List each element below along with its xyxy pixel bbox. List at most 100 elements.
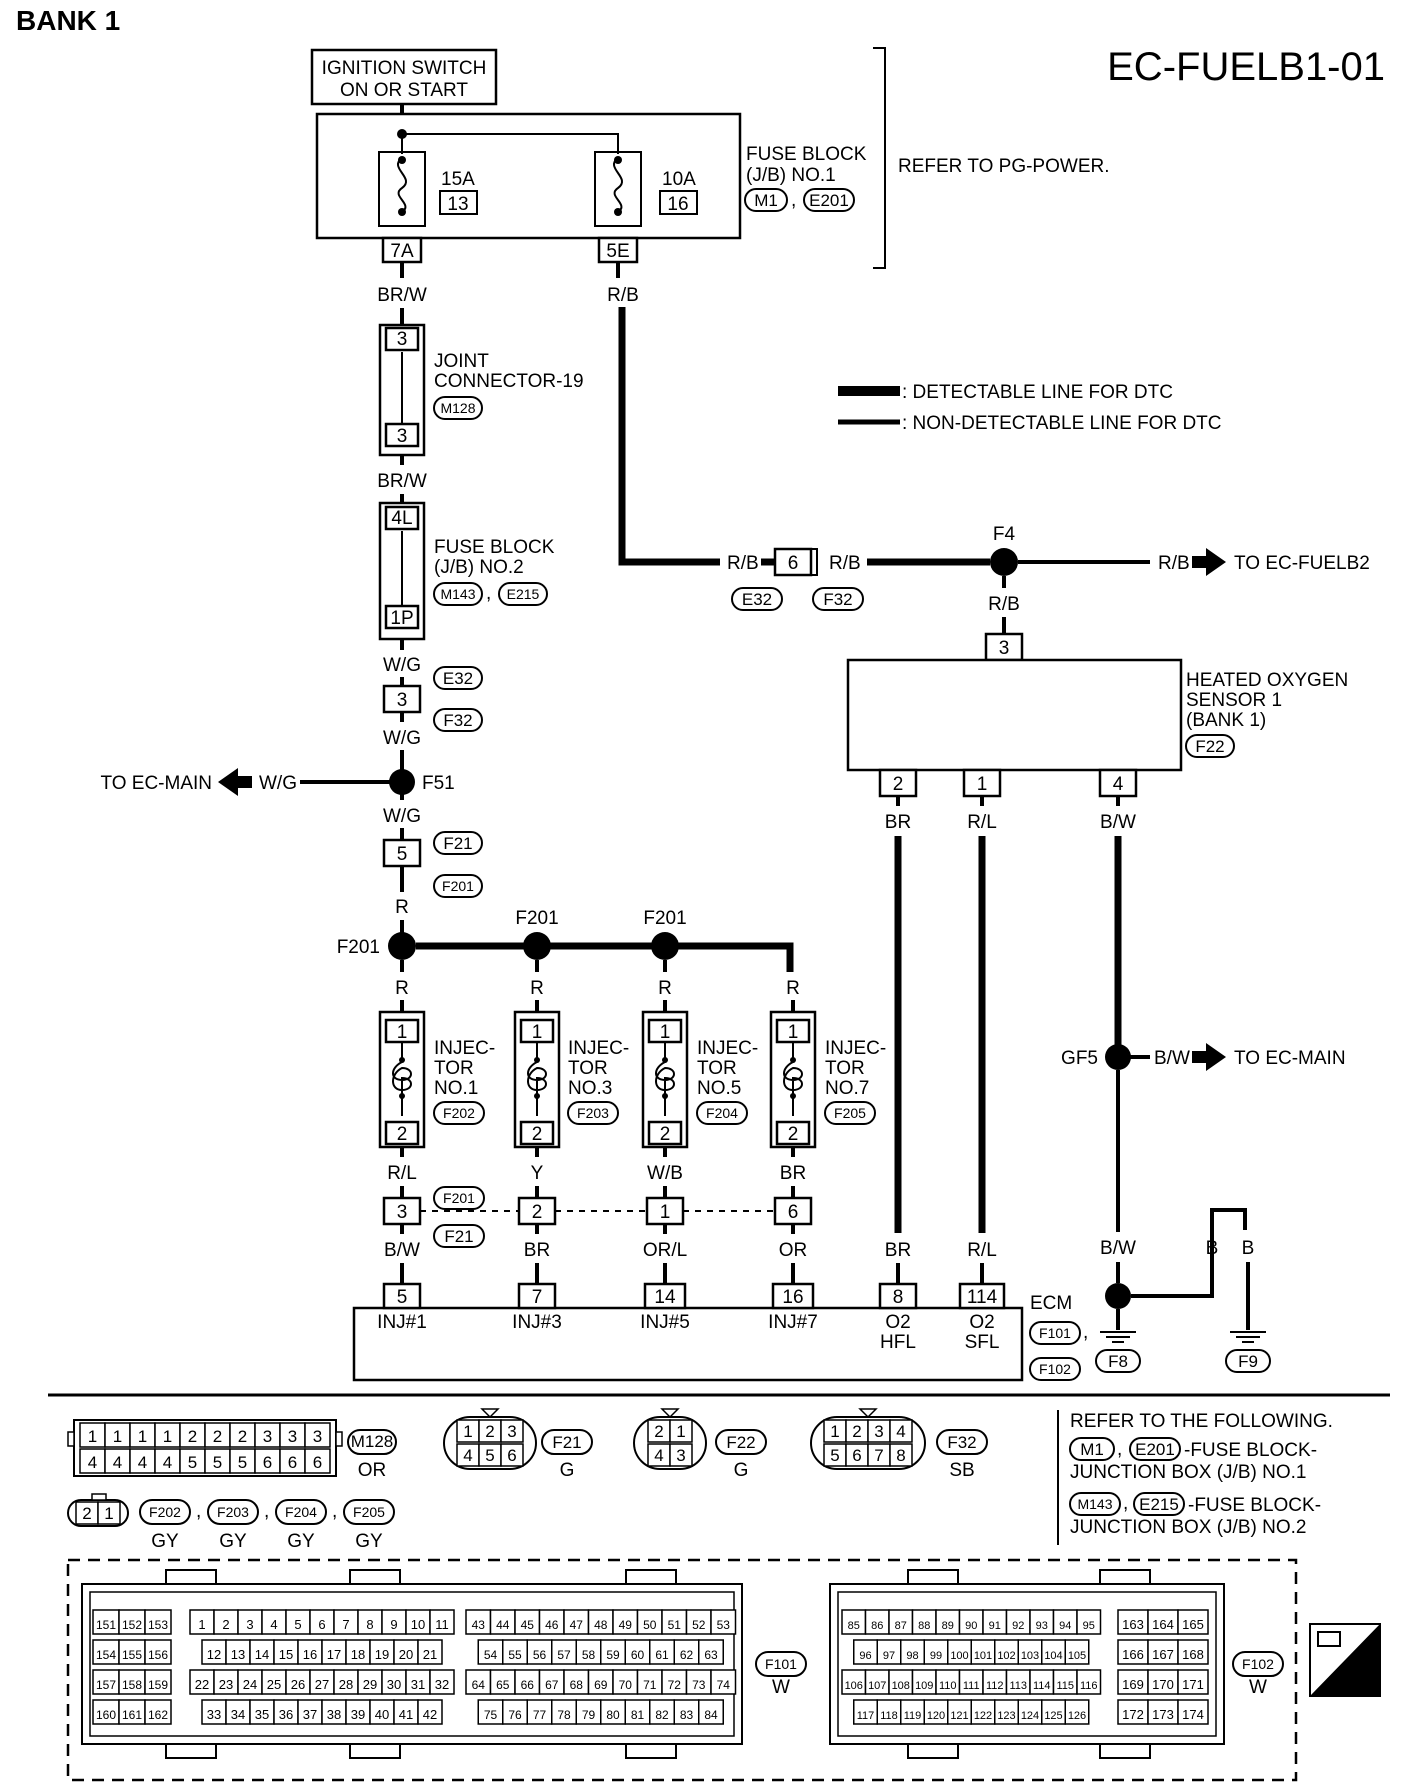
midconn-f201: F201 <box>442 878 474 894</box>
ground-f8: F8 <box>1108 1352 1128 1371</box>
fuse-a-amp: 15A <box>441 169 475 190</box>
m128-pin: 1 <box>138 1427 147 1446</box>
inj5-mid-pin: 1 <box>660 1202 671 1223</box>
ecm-o2s-l1: O2 <box>969 1312 994 1333</box>
f101-pin: 56 <box>533 1648 547 1662</box>
refer-title: REFER TO THE FOLLOWING. <box>1070 1411 1333 1432</box>
rb-out-label: R/B <box>1158 553 1190 574</box>
f102-pin: 85 <box>848 1620 860 1632</box>
ecm-pin-16: 16 <box>782 1287 803 1308</box>
o2-label-2: SENSOR 1 <box>1186 690 1282 711</box>
ecm-inj3: INJ#3 <box>512 1312 562 1333</box>
f102-pin: 88 <box>918 1620 930 1632</box>
midconn-f32: F32 <box>443 711 472 730</box>
inj7-pin1: 1 <box>788 1022 799 1043</box>
fuse-b-number: 16 <box>667 194 688 215</box>
f102-pin: 168 <box>1182 1647 1204 1662</box>
splice-f201-3 <box>651 932 679 960</box>
f101-pin: 2 <box>222 1617 229 1632</box>
ecm-pin-7: 7 <box>532 1287 543 1308</box>
inj3-wire-in: R <box>530 978 544 999</box>
f101-pin: 46 <box>545 1618 559 1632</box>
m128-pin: 3 <box>313 1427 322 1446</box>
fuse-10a <box>594 151 642 227</box>
m128-pin: 4 <box>113 1453 122 1472</box>
f102-pin: 122 <box>974 1710 992 1722</box>
f102-pin: 172 <box>1122 1707 1144 1722</box>
f32-id: F32 <box>947 1433 976 1452</box>
rb-conn-f32: F32 <box>823 590 852 609</box>
f102-pin: 92 <box>1012 1620 1024 1632</box>
m128-pin: 3 <box>288 1427 297 1446</box>
m128-pin: 5 <box>213 1453 222 1472</box>
inj1-label-2: TOR <box>434 1058 474 1079</box>
f32-pin: 3 <box>874 1422 883 1441</box>
injector-5: R 1 2 INJEC- TOR NO.5 F204 W/B 1 OR/L <box>641 960 758 1284</box>
f101-pin: 81 <box>631 1708 645 1722</box>
f101-pin: 20 <box>399 1647 413 1662</box>
f101-pin: 61 <box>655 1648 669 1662</box>
rb-left-label: R/B <box>727 553 759 574</box>
f102-pin: 109 <box>915 1680 933 1692</box>
arrow-right-icon-2 <box>1192 1043 1226 1071</box>
f101-pin: 58 <box>582 1648 596 1662</box>
f101-pin: 35 <box>255 1707 269 1722</box>
legend-nondetectable: : NON-DETECTABLE LINE FOR DTC <box>902 413 1222 434</box>
f101-pin: 14 <box>255 1647 269 1662</box>
m128-pin: 2 <box>238 1427 247 1446</box>
splice-f201-1-label: F201 <box>337 937 380 958</box>
f32-pin: 8 <box>896 1446 905 1465</box>
gf5-wire: B/W <box>1154 1048 1190 1069</box>
ecm-inj1: INJ#1 <box>377 1312 427 1333</box>
f21-pin: 5 <box>485 1446 494 1465</box>
inj3-pin2: 2 <box>532 1124 543 1145</box>
inj5-label-2: TOR <box>697 1058 737 1079</box>
injector-3: R 1 2 INJEC- TOR NO.3 F203 Y 2 BR <box>513 960 629 1284</box>
f102-color: W <box>1249 1677 1267 1698</box>
f102-pin: 90 <box>965 1620 977 1632</box>
f102-pin: 95 <box>1083 1620 1095 1632</box>
f202-color: GY <box>151 1531 179 1552</box>
m128-pin: 1 <box>113 1427 122 1446</box>
f101-pin: 82 <box>655 1708 669 1722</box>
fb2-label-1: FUSE BLOCK <box>434 537 555 558</box>
m128-pin: 6 <box>313 1453 322 1472</box>
f102-pin: 94 <box>1059 1620 1071 1632</box>
arrow-left-icon <box>218 768 252 796</box>
f101-pin: 70 <box>619 1678 633 1692</box>
heated-oxygen-sensor <box>846 658 1183 772</box>
f102-pin: 163 <box>1122 1617 1144 1632</box>
f22-id: F22 <box>726 1433 755 1452</box>
rb-pin: 6 <box>788 553 799 574</box>
f102-pin: 174 <box>1182 1707 1204 1722</box>
f102-pin: 164 <box>1152 1617 1174 1632</box>
m128-pin: 2 <box>213 1427 222 1446</box>
inj5-pin1: 1 <box>660 1022 671 1043</box>
m128-pin: 3 <box>263 1427 272 1446</box>
f21-id: F21 <box>552 1433 581 1452</box>
f102-pin: 102 <box>997 1650 1015 1662</box>
f101-pin: 15 <box>279 1647 293 1662</box>
fb2-conn-b: E215 <box>507 586 540 602</box>
f21-pin: 1 <box>463 1422 472 1441</box>
f101-pin: 6 <box>318 1617 325 1632</box>
to-ec-main-2: TO EC-MAIN <box>1234 1048 1346 1069</box>
f102-pin: 87 <box>895 1620 907 1632</box>
f102-pin: 171 <box>1182 1677 1204 1692</box>
inj7-wire-in: R <box>786 978 800 999</box>
f102-pin: 119 <box>904 1710 922 1722</box>
inj1-pin2: 2 <box>397 1124 408 1145</box>
f102-pin: 113 <box>1009 1680 1027 1692</box>
f101-pin: 41 <box>399 1707 413 1722</box>
f101-pin: 59 <box>606 1648 620 1662</box>
m128-pin: 4 <box>138 1453 147 1472</box>
f101-pin: 22 <box>195 1677 209 1692</box>
o2-pin3: 3 <box>999 638 1010 659</box>
svg-text:,: , <box>1083 1322 1088 1343</box>
f102-pin: 89 <box>942 1620 954 1632</box>
ecm-box <box>352 1306 1024 1382</box>
f101-pin: 38 <box>327 1707 341 1722</box>
f32-color: SB <box>949 1460 974 1481</box>
f101-pin: 157 <box>96 1678 116 1692</box>
rb-right-label: R/B <box>829 553 861 574</box>
